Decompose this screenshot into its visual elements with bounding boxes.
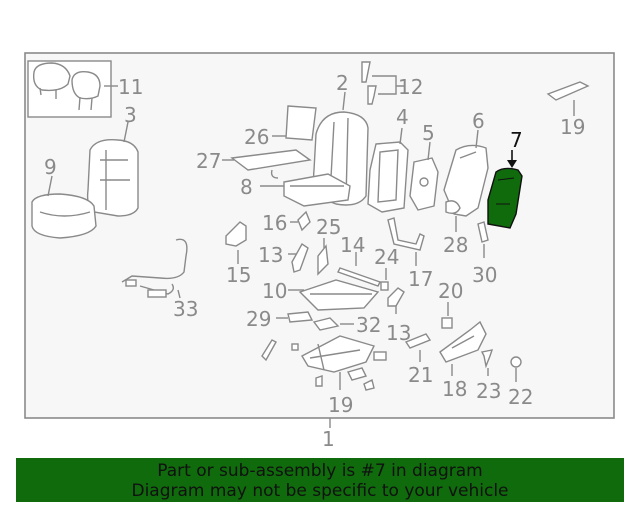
part-25-bracket[interactable]: [317, 244, 329, 276]
callout-9: 9: [44, 155, 57, 179]
part-22-handle[interactable]: [404, 333, 432, 349]
part-23-nut[interactable]: [510, 356, 522, 368]
part-26-bushing[interactable]: [380, 281, 389, 291]
banner-line-1: Part or sub-assembly is #7 in diagram: [157, 461, 483, 481]
callout-10: 10: [262, 279, 287, 303]
callout-7: 7: [510, 128, 523, 152]
callout-31: 30: [472, 263, 497, 287]
part-31-strip[interactable]: [477, 221, 489, 243]
part-6-side-trim[interactable]: [443, 144, 489, 217]
callout-13a: 13: [258, 243, 283, 267]
callout-22: 21: [408, 363, 433, 387]
part-19-adjuster[interactable]: [261, 335, 387, 391]
part-32-clip[interactable]: [312, 317, 340, 331]
callout-19: 19: [328, 393, 353, 417]
callout-28: 27: [196, 149, 221, 173]
part-30-bolt[interactable]: [287, 311, 314, 323]
part-18-bar[interactable]: [387, 217, 425, 251]
part-20-trim[interactable]: [546, 81, 590, 101]
part-3-seatback-cover[interactable]: [86, 139, 139, 217]
callout-1: 1: [322, 427, 335, 451]
callout-21: 20: [438, 279, 463, 303]
part-12-headrest-guide[interactable]: [361, 61, 377, 105]
part-4-seatback-frame[interactable]: [367, 141, 409, 213]
part-27-pad[interactable]: [285, 105, 317, 141]
callout-27: 26: [244, 125, 269, 149]
part-11-headrest[interactable]: [32, 62, 101, 111]
banner-line-2: Diagram may not be specific to your vehi…: [131, 481, 509, 501]
part-15-side-shield[interactable]: [439, 320, 487, 363]
info-banner: Part or sub-assembly is #7 in diagram Di…: [16, 458, 624, 502]
callout-2: 2: [336, 71, 349, 95]
part-29-clip[interactable]: [445, 200, 461, 215]
part-14-rod[interactable]: [337, 267, 381, 287]
callout-29: 28: [443, 233, 468, 257]
callout-24: 23: [476, 379, 501, 403]
part-7-back-panel[interactable]: [487, 167, 523, 229]
part-9-cushion-cover[interactable]: [31, 193, 97, 239]
part-13-lower-bracket[interactable]: [387, 287, 405, 307]
callout-8: 8: [240, 175, 253, 199]
callout-12: 12: [398, 75, 423, 99]
callout-17: 16: [262, 211, 287, 235]
part-17-clip[interactable]: [297, 210, 311, 232]
part-24-screw[interactable]: [480, 349, 494, 369]
part-13-side-bracket[interactable]: [291, 242, 309, 273]
part-21-knob[interactable]: [441, 317, 453, 329]
part-5-recliner[interactable]: [409, 157, 439, 211]
callout-23: 22: [508, 385, 533, 409]
callout-20: 19: [560, 115, 585, 139]
part-28-panel[interactable]: [230, 149, 312, 179]
callout-25: 25: [316, 215, 341, 239]
callout-15: 18: [442, 377, 467, 401]
part-33-wire-harness[interactable]: [121, 238, 188, 298]
callout-5: 5: [422, 121, 435, 145]
part-8-cushion-pad[interactable]: [283, 173, 351, 207]
callout-14: 14: [340, 233, 365, 257]
part-16-bracket[interactable]: [225, 221, 247, 247]
part-10-cushion-frame[interactable]: [298, 279, 380, 311]
callout-18: 17: [408, 267, 433, 291]
callout-32: 32: [356, 313, 381, 337]
callout-3: 3: [124, 103, 137, 127]
callout-4: 4: [396, 105, 409, 129]
callout-11: 11: [118, 75, 143, 99]
callout-33: 33: [173, 297, 198, 321]
callout-26: 24: [374, 245, 399, 269]
callout-16: 15: [226, 263, 251, 287]
callout-30: 29: [246, 307, 271, 331]
callout-6: 6: [472, 109, 485, 133]
